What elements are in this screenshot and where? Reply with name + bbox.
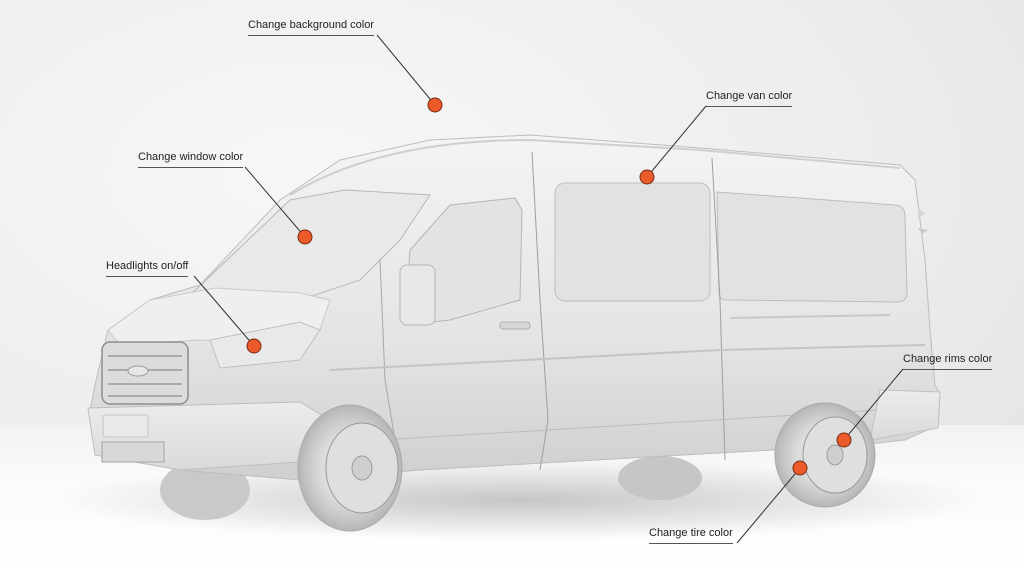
hotspot-background[interactable] (427, 97, 443, 113)
label-change-van-color[interactable]: Change van color (706, 90, 793, 107)
label-change-tire-color[interactable]: Change tire color (649, 527, 733, 544)
label-change-window-color[interactable]: Change window color (138, 151, 244, 168)
hotspot-rims[interactable] (836, 432, 852, 448)
hotspot-window[interactable] (297, 229, 313, 245)
label-headlights-toggle[interactable]: Headlights on/off (106, 260, 189, 277)
label-change-background-color[interactable]: Change background color (248, 19, 374, 36)
hotspot-van[interactable] (639, 169, 655, 185)
label-change-rims-color[interactable]: Change rims color (903, 353, 993, 370)
hotspot-headlights[interactable] (246, 338, 262, 354)
hotspot-tire[interactable] (792, 460, 808, 476)
